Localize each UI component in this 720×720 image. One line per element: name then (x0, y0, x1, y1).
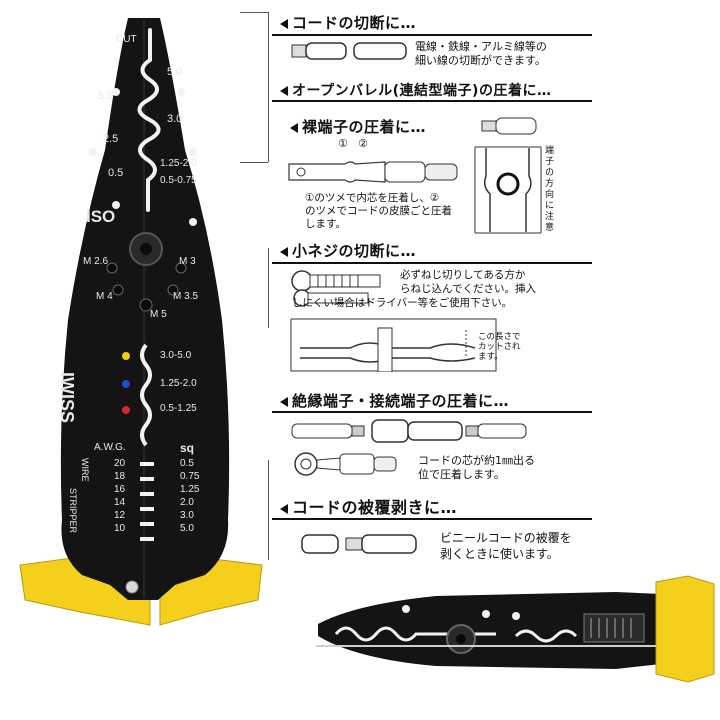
screw-cut-heading: 小ネジの切断に… (280, 240, 416, 261)
crimp-size-label: 3.0 (167, 113, 183, 125)
strip-heading: コードの被覆剥きに… (280, 494, 457, 518)
stripper-slot (140, 522, 154, 526)
awg-value: 18 (114, 471, 126, 482)
sq-value: 1.25 (180, 484, 200, 495)
cut-label: CUT (116, 34, 137, 45)
bare-terminal-illustration (288, 161, 458, 183)
arrow-left-icon (280, 396, 288, 407)
terminal-direction-illustration (474, 146, 542, 234)
bracket (240, 162, 268, 163)
hole (177, 88, 185, 96)
wire-stripper-label: WIRE (80, 458, 90, 482)
awg-value: 14 (114, 497, 126, 508)
screws-illustration (291, 270, 381, 307)
stripper-slot (140, 462, 154, 466)
sq-value: 3.0 (180, 510, 194, 521)
hole (189, 148, 197, 156)
crimp-notch (137, 28, 161, 212)
bracket (268, 248, 269, 328)
divider (272, 518, 592, 520)
screw-size-label: M 2.6 (83, 256, 109, 267)
insulated-terminal-heading: 絶縁端子・接続端子の圧着に… (280, 390, 509, 411)
crimp-size-label: 1.25-2.0 (160, 158, 197, 169)
screw-size-label: M 3 (179, 256, 196, 267)
stripper-slot (140, 537, 154, 541)
awg-value: 16 (114, 484, 126, 495)
iso-label: ISO (86, 207, 116, 226)
terminal-slots (140, 343, 152, 447)
marker: ① (338, 137, 348, 150)
screw-size-label: M 3.5 (173, 291, 199, 302)
hole (112, 88, 120, 96)
screw-size-label: M 4 (96, 291, 113, 302)
arrow-left-icon (290, 122, 298, 133)
crimp-size-label: 0.5 (108, 167, 124, 179)
terminal-size-label: 0.5-1.25 (160, 403, 197, 414)
sq-value: 5.0 (180, 523, 194, 534)
arrow-left-icon (280, 86, 288, 96)
divider (272, 34, 592, 36)
hole (189, 218, 197, 226)
brand-label: IWISS (57, 372, 77, 424)
wire-cut-illustration (291, 42, 407, 60)
bare-terminal-heading: 裸端子の圧着に… (290, 116, 426, 137)
bare-wire-icon (481, 117, 537, 135)
tool-vertical: CUT 5.5 2.5 0.5 5.0 3.0 1.25-2.0 0.5-0.7… (0, 0, 270, 630)
bare-terminal-desc: ①のツメで内芯を圧着し、② のツメでコードの皮膜ごと圧着 します。 (305, 192, 452, 230)
stripper-slot (140, 507, 154, 511)
awg-value: 10 (114, 523, 126, 534)
screw-hole (167, 284, 179, 296)
wire-stripper-label: STRIPPER (68, 488, 78, 534)
screw-size-label: M 5 (150, 309, 167, 320)
hole (112, 201, 120, 209)
sq-value: 0.75 (180, 471, 200, 482)
screw-diagram-note: この長さで カットされ ます。 (478, 332, 521, 362)
arrow-left-icon (280, 246, 288, 257)
hole (89, 148, 97, 156)
insulated-terminal-illustration (291, 419, 527, 476)
screw-hole (139, 298, 153, 312)
cut-desc: 電線・鉄線・アルミ線等の 細い線の切断ができます。 (415, 40, 547, 67)
screw-diagram (290, 318, 497, 372)
awg-header: A.W.G. (94, 442, 126, 453)
tool-illustration (19, 18, 263, 626)
insulated-terminal-desc: コードの芯が約1㎜出る 位で圧着します。 (418, 454, 535, 481)
divider (272, 262, 592, 264)
screw-hole (175, 262, 187, 274)
stripper-slot (140, 492, 154, 496)
strip-illustration (301, 534, 417, 554)
sq-header: sq (180, 441, 195, 455)
arrow-left-icon (280, 18, 288, 29)
awg-value: 12 (114, 510, 126, 521)
screw-hole (106, 262, 118, 274)
bracket (268, 12, 269, 162)
divider (272, 100, 592, 102)
crimp-size-label: 2.5 (103, 133, 119, 145)
dot-red (122, 406, 130, 414)
arrow-left-icon (280, 503, 288, 514)
sq-value: 2.0 (180, 497, 194, 508)
stripper-slot (140, 477, 154, 481)
bracket (240, 12, 268, 13)
marker: ② (358, 137, 368, 150)
tool-horizontal (316, 575, 715, 683)
crimp-size-label: 5.0 (167, 66, 183, 78)
open-barrel-heading: オープンバレル(連結型端子)の圧着に… (280, 80, 551, 100)
bracket (268, 460, 269, 560)
crimp-size-label: 0.5-0.75 (160, 175, 197, 186)
dot-yellow (122, 352, 130, 360)
lock-button (125, 580, 139, 594)
terminal-size-label: 3.0-5.0 (160, 350, 192, 361)
awg-value: 20 (114, 458, 126, 469)
cut-heading: コードの切断に… (280, 12, 416, 33)
terminal-direction-note: 端子の方向に注意 (545, 146, 555, 233)
strip-desc: ビニールコードの被覆を 剥くときに使います。 (440, 531, 572, 561)
divider (272, 411, 592, 413)
screw-cut-desc: 必ずねじ切りしてある方か らねじ込んでください。挿入 しにくい場合はドライバー等… (292, 269, 536, 309)
terminal-size-label: 1.25-2.0 (160, 378, 197, 389)
sq-value: 0.5 (180, 458, 194, 469)
dot-blue (122, 380, 130, 388)
crimp-size-label: 5.5 (98, 90, 114, 102)
screw-hole (112, 284, 124, 296)
